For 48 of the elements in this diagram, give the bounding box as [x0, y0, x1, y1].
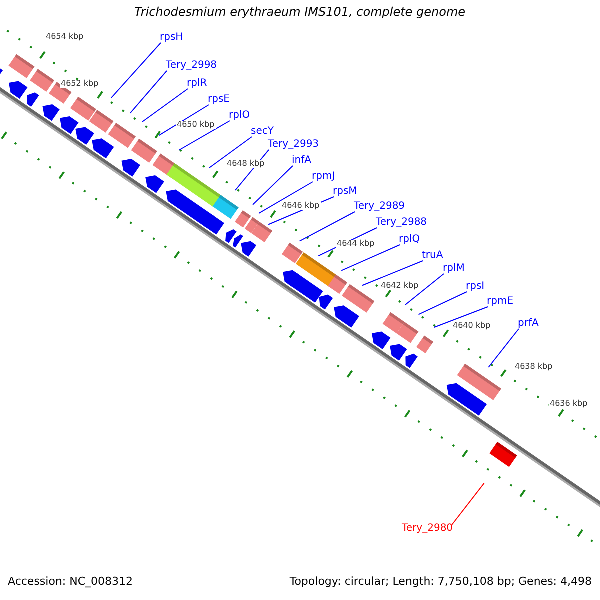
scale-label: 4642 kbp	[380, 282, 420, 290]
gene-label: infA	[292, 156, 312, 166]
gene-label: rpmJ	[312, 172, 336, 182]
gene-label: rplQ	[399, 235, 420, 245]
scale-label: 4636 kbp	[549, 400, 589, 408]
scale-label: 4646 kbp	[281, 202, 321, 210]
leader-line	[208, 136, 252, 169]
leader-line	[178, 120, 230, 151]
gene-label: rpsI	[466, 282, 485, 292]
gene-label: rpmE	[487, 297, 514, 307]
gene-label: Tery_2980	[402, 524, 454, 534]
leader-line	[404, 274, 444, 306]
gene-label: Tery_2988	[376, 218, 428, 228]
map-title: Trichodesmium erythraeum IMS101, complete genome	[133, 6, 467, 18]
gene-label: prfA	[518, 319, 539, 329]
gene-label: rplM	[443, 264, 465, 274]
leader-line	[252, 166, 294, 206]
scale-label: 4638 kbp	[514, 363, 554, 371]
scale-label: 4654 kbp	[45, 33, 85, 41]
scale-label: 4648 kbp	[226, 160, 266, 168]
gene-label: Tery_2989	[354, 202, 406, 212]
leader-line	[362, 260, 424, 286]
leader-line	[488, 328, 520, 368]
gene-label: rplR	[187, 79, 208, 89]
leader-line	[158, 104, 210, 136]
leader-line	[434, 306, 488, 328]
gene-label: rplO	[229, 111, 250, 121]
scale-label: 4650 kbp	[176, 121, 216, 129]
leader-line	[130, 70, 168, 114]
scale-label: 4640 kbp	[452, 322, 492, 330]
gene-label: truA	[422, 251, 444, 261]
gene-label: Tery_2993	[268, 140, 320, 150]
leader-line	[258, 182, 314, 214]
gene-label: rpsH	[160, 33, 184, 43]
leader-line	[110, 42, 162, 99]
gene-label: rpsE	[208, 95, 230, 105]
scale-label: 4644 kbp	[336, 240, 376, 248]
leader-line	[452, 482, 485, 526]
leader-line	[418, 292, 468, 316]
scale-label: 4652 kbp	[60, 80, 100, 88]
leader-line	[341, 244, 400, 272]
genome-summary-text: Topology: circular; Length: 7,750,108 bp; Genes: 4,498	[290, 576, 592, 587]
gene-label: rpsM	[333, 187, 358, 197]
leader-line	[299, 212, 356, 242]
gene-label: Tery_2998	[166, 61, 218, 71]
accession-text: Accession: NC_008312	[8, 576, 134, 587]
gene-label: secY	[251, 127, 274, 137]
leader-line	[142, 88, 188, 123]
